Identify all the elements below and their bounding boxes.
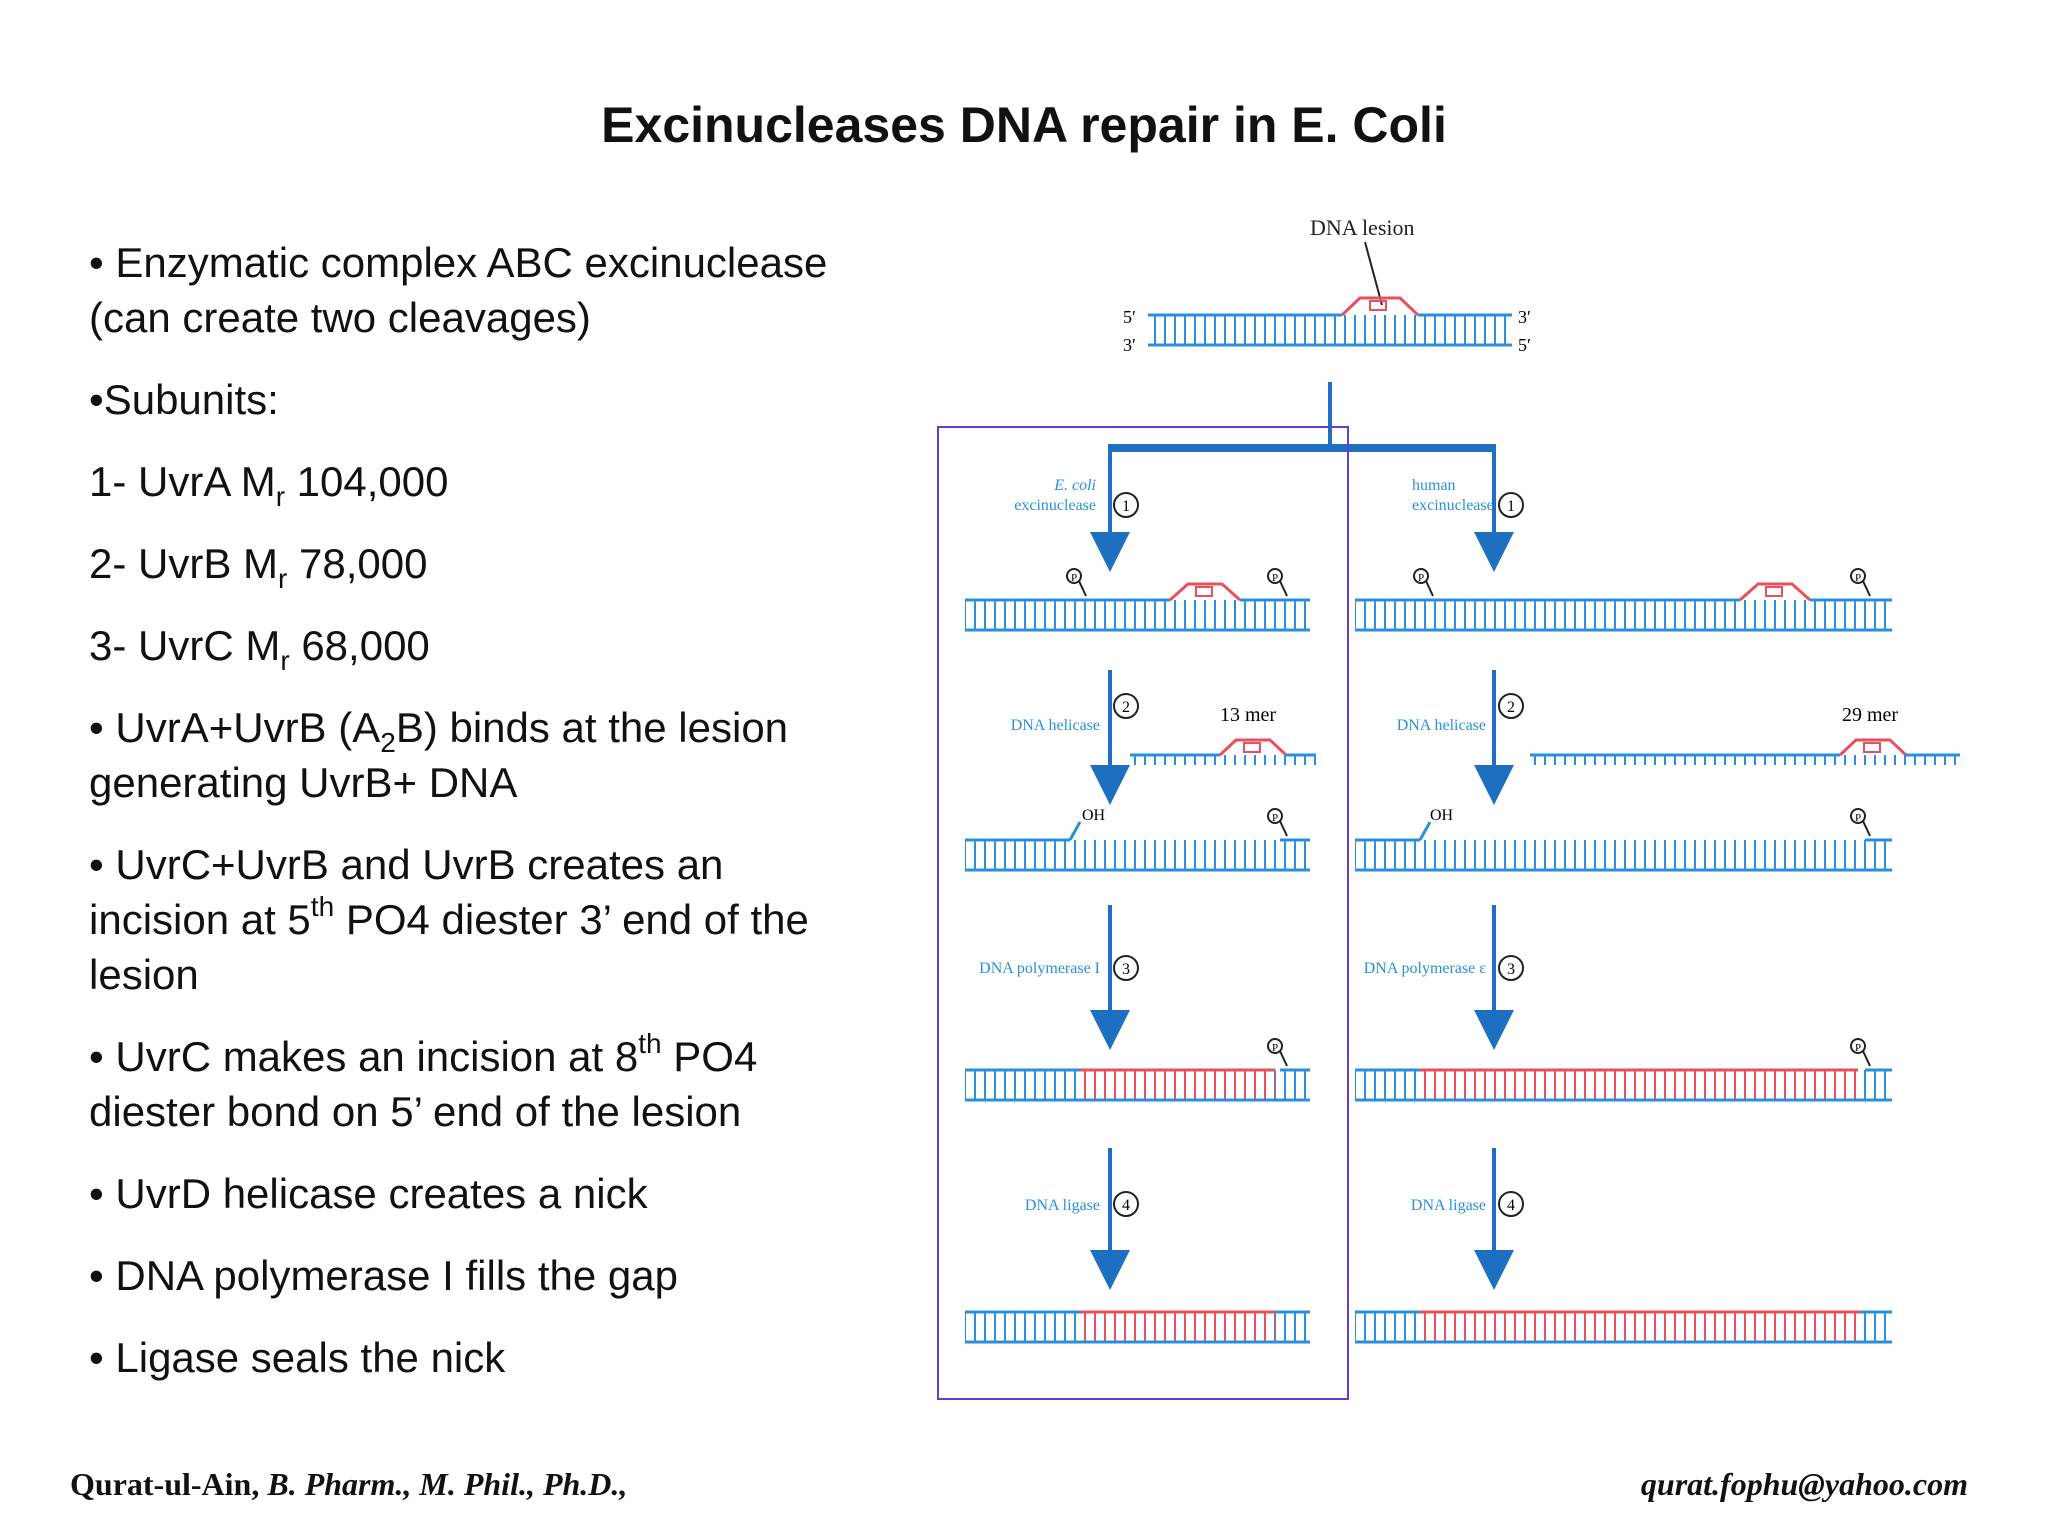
svg-text:P: P: [1418, 572, 1424, 584]
left-enzyme1-line1: E. coli: [1053, 477, 1096, 494]
bullet-uvra-uvrb-binding: • UvrA+UvrB (A2B) binds at the lesion ge…: [89, 704, 789, 806]
right-filled-duplex: P: [1355, 1038, 1892, 1102]
svg-text:2: 2: [1122, 699, 1130, 716]
bullet-ligase: • Ligase seals the nick: [89, 1334, 506, 1381]
svg-text:P: P: [1855, 572, 1861, 584]
ecoli-pathway-highlight-box: [937, 426, 1349, 1400]
svg-text:2: 2: [1507, 699, 1515, 716]
left-excised-oligo: [1130, 738, 1316, 765]
svg-text:P: P: [1272, 572, 1278, 584]
bullet-3-prime-incision: • UvrC+UvrB and UvrB creates an incision…: [89, 841, 809, 998]
svg-text:P: P: [1071, 572, 1077, 584]
left-enzyme2-label: DNA helicase: [1011, 717, 1100, 734]
left-step-1-badge: 1: [1113, 492, 1139, 518]
top-dna-duplex: [1148, 313, 1406, 347]
five-prime-end-top: 5′: [1123, 307, 1136, 327]
left-enzyme1-line2: excinuclease: [1014, 497, 1096, 514]
bullet-5-prime-incision: • UvrC makes an incision at 8th PO4 dies…: [89, 1028, 758, 1136]
bullet-helicase: • UvrD helicase creates a nick: [89, 1170, 648, 1217]
footer-credentials: B. Pharm., M. Phil., Ph.D.,: [267, 1466, 628, 1502]
footer-email: qurat.fophu@yahoo.com: [1640, 1466, 1968, 1502]
subunit-uvra: 1- UvrA Mr 104,000: [89, 458, 449, 512]
svg-text:P: P: [1855, 812, 1861, 824]
left-step-3-badge: 3: [1113, 955, 1139, 981]
right-step-2-badge: 2: [1498, 693, 1524, 719]
right-incised-duplex: P P: [1355, 568, 1892, 632]
three-prime-end-bottom-left: 3′: [1123, 335, 1136, 355]
left-enzyme4-label: DNA ligase: [1025, 1197, 1100, 1214]
lesion-pointer: [1364, 241, 1383, 306]
svg-text:1: 1: [1507, 498, 1515, 515]
subunit-uvrc: 3- UvrC Mr 68,000: [89, 622, 430, 676]
lesion-bulge: [1340, 296, 1512, 347]
left-step-2-badge: 2: [1113, 693, 1139, 719]
right-enzyme2-label: DNA helicase: [1397, 717, 1486, 734]
right-excised-oligo: [1530, 738, 1960, 765]
left-step-4-badge: 4: [1113, 1191, 1139, 1217]
svg-text:P: P: [1272, 812, 1278, 824]
left-repaired-duplex: [965, 1310, 1310, 1344]
right-step-3-badge: 3: [1498, 955, 1524, 981]
bullet-subunits: •Subunits:: [89, 376, 279, 423]
right-step-4-badge: 4: [1498, 1191, 1524, 1217]
right-gapped-duplex: OH P: [1355, 807, 1892, 872]
left-gapped-duplex: OH P: [965, 807, 1310, 872]
svg-text:4: 4: [1507, 1197, 1515, 1214]
svg-text:P: P: [1855, 1042, 1861, 1054]
left-enzyme3-label: DNA polymerase I: [979, 960, 1100, 977]
left-filled-duplex: P: [965, 1038, 1310, 1102]
subunit-uvrb: 2- UvrB Mr 78,000: [89, 540, 428, 594]
svg-text:3: 3: [1122, 961, 1130, 978]
right-enzyme1-line1: human: [1412, 477, 1456, 494]
excision-repair-diagram: DNA lesion 5′ 3′ 3′ 5′ E. coli excinucle…: [937, 215, 1960, 1400]
bullet-list: • Enzymatic complex ABC excinuclease (ca…: [89, 235, 849, 1412]
three-prime-end-top-right: 3′: [1518, 307, 1531, 327]
bullet-enzymatic-complex: • Enzymatic complex ABC excinuclease (ca…: [89, 239, 828, 341]
dna-lesion-label: DNA lesion: [1310, 215, 1415, 240]
slide-title: Excinucleases DNA repair in E. Coli: [601, 97, 1447, 153]
right-enzyme1-line2: excinuclease: [1412, 497, 1494, 514]
left-oligo-length: 13 mer: [1220, 704, 1276, 726]
svg-text:3: 3: [1507, 961, 1515, 978]
left-incised-duplex: P P: [965, 568, 1310, 632]
svg-text:P: P: [1272, 1042, 1278, 1054]
svg-text:OH: OH: [1430, 807, 1454, 824]
footer-author: Qurat-ul-Ain, B. Pharm., M. Phil., Ph.D.…: [70, 1466, 628, 1502]
svg-text:1: 1: [1122, 498, 1130, 515]
right-repaired-duplex: [1355, 1310, 1892, 1344]
svg-text:4: 4: [1122, 1197, 1130, 1214]
right-oligo-length: 29 mer: [1842, 704, 1898, 726]
svg-text:OH: OH: [1082, 807, 1106, 824]
bullet-polymerase: • DNA polymerase I fills the gap: [89, 1252, 678, 1299]
right-enzyme3-label: DNA polymerase ε: [1364, 960, 1487, 977]
five-prime-end-bottom-right: 5′: [1518, 335, 1531, 355]
right-step-1-badge: 1: [1498, 492, 1524, 518]
right-enzyme4-label: DNA ligase: [1411, 1197, 1486, 1214]
